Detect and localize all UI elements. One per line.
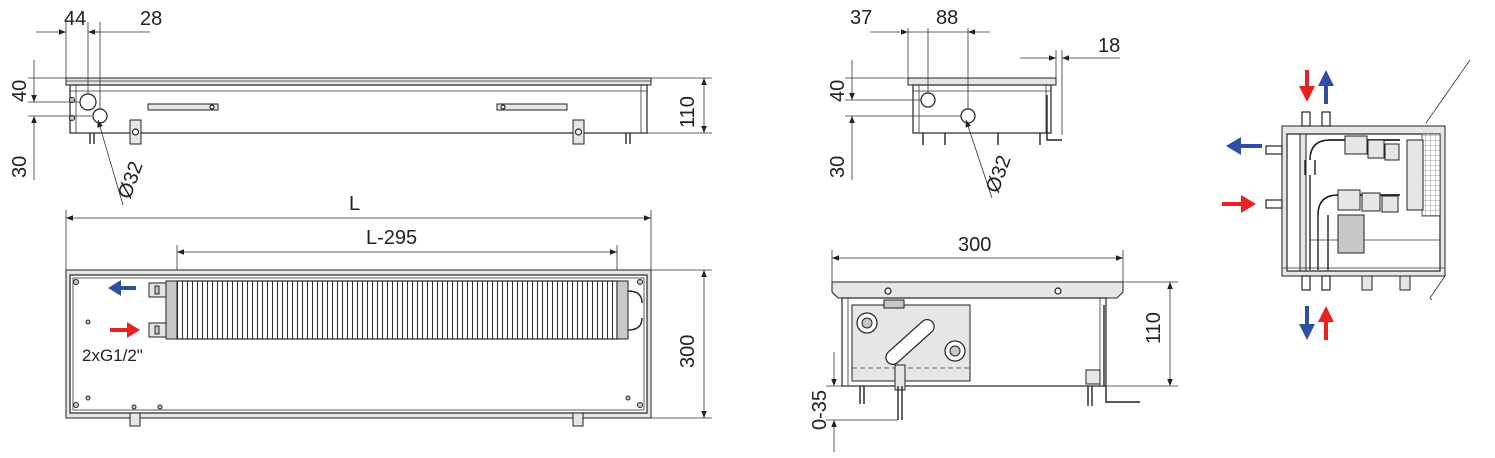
connection-detail xyxy=(1222,59,1471,340)
dim-L: L xyxy=(349,193,360,215)
section-grille xyxy=(831,281,1124,299)
detail-supply-arrow-right xyxy=(1222,195,1256,213)
dim-40-left: 40 xyxy=(9,80,31,102)
top-view: L L-295 2xG1/2" xyxy=(65,193,712,427)
dim-110-section: 110 xyxy=(1143,312,1165,344)
side-view-trough xyxy=(912,84,1052,134)
detail-return-arrow-down-bottom xyxy=(1299,306,1315,340)
front-view-top-frame xyxy=(65,77,652,86)
front-outlet-circle xyxy=(79,93,97,111)
supply-arrow-left-top xyxy=(110,322,140,338)
dim-30-left: 30 xyxy=(9,156,31,178)
dim-L-295: L-295 xyxy=(366,227,417,249)
dim-300-section: 300 xyxy=(958,234,991,256)
heat-exchanger-fins xyxy=(176,280,618,340)
exchanger-header-right xyxy=(616,280,629,340)
dim-28: 28 xyxy=(140,8,162,30)
dim-dia-32-mid: Ø32 xyxy=(982,153,1016,196)
detail-fin-mesh xyxy=(1421,133,1441,217)
dim-30-mid: 30 xyxy=(827,156,849,178)
dim-110-left: 110 xyxy=(677,96,699,128)
dim-dia-32-left: Ø32 xyxy=(114,159,148,202)
dim-18: 18 xyxy=(1098,35,1120,57)
connection-label: 2xG1/2" xyxy=(82,346,143,365)
side-view-top-frame xyxy=(907,77,1057,86)
front-view: 44 28 40 30 110 Ø32 xyxy=(9,8,712,206)
detail-return-arrow-up-top xyxy=(1318,70,1334,104)
detail-supply-arrow-down-top xyxy=(1299,70,1315,102)
side-view: 37 88 18 40 30 Ø32 xyxy=(827,7,1120,199)
dim-44: 44 xyxy=(64,8,86,30)
exchanger-header-left xyxy=(165,280,178,340)
dim-40-mid: 40 xyxy=(827,80,849,102)
dim-0-35: 0-35 xyxy=(809,390,831,430)
front-inlet-circle xyxy=(92,108,108,124)
dim-88: 88 xyxy=(936,7,958,29)
return-arrow-left-top xyxy=(108,280,136,296)
cross-section: 300 110 0-35 xyxy=(809,234,1178,452)
detail-supply-arrow-up-bottom xyxy=(1318,306,1334,340)
detail-return-arrow-left xyxy=(1226,137,1262,155)
dim-300-side: 300 xyxy=(677,335,699,368)
dim-37: 37 xyxy=(850,7,872,29)
detail-valve-actuator xyxy=(1337,214,1365,254)
